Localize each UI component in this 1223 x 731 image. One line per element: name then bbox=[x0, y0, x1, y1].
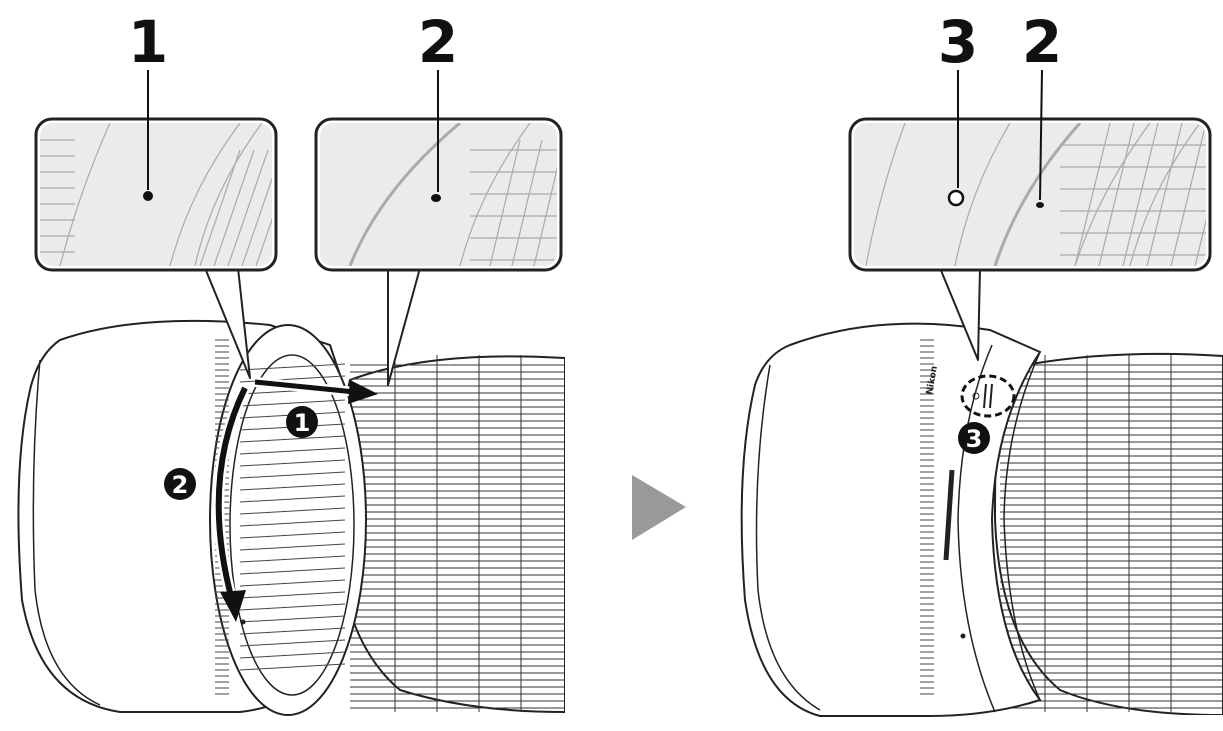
lens-index-dot-right bbox=[1036, 202, 1044, 208]
step-badge-1: 1 bbox=[286, 406, 318, 438]
play-triangle-icon bbox=[632, 475, 686, 540]
step-badge-2: 2 bbox=[164, 468, 196, 500]
lens-barrel-right bbox=[995, 354, 1223, 715]
step-badge-3-label: 3 bbox=[966, 425, 983, 453]
step-badge-3: 3 bbox=[958, 422, 990, 454]
callout-number-3: 3 bbox=[938, 8, 978, 76]
inset-lens-index bbox=[316, 70, 586, 385]
right-panel: Nikon 3 bbox=[742, 8, 1223, 716]
callout-number-2-right: 2 bbox=[1022, 8, 1062, 76]
hood-release-mark bbox=[949, 191, 963, 205]
hood-index-dot bbox=[143, 191, 153, 201]
left-panel: 1 2 bbox=[18, 8, 586, 715]
lens-index-dot bbox=[431, 194, 441, 202]
callout-number-2-left: 2 bbox=[418, 8, 458, 76]
callout-number-1: 1 bbox=[128, 8, 168, 76]
inset-aligned-marks bbox=[850, 70, 1223, 360]
lens-barrel-left bbox=[335, 355, 565, 712]
step-badge-1-label: 1 bbox=[294, 409, 311, 437]
lens-hood-left bbox=[18, 321, 366, 715]
step-badge-2-label: 2 bbox=[172, 471, 189, 499]
